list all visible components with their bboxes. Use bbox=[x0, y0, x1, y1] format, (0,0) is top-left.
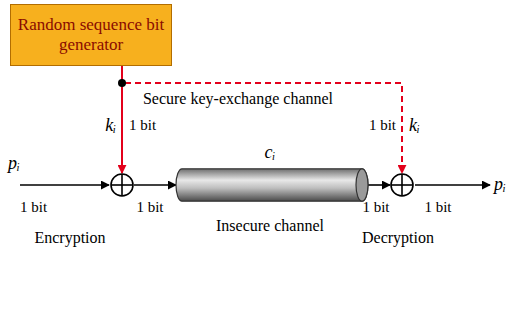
symbol-label: cᵢ bbox=[265, 142, 276, 163]
box-label: Random sequence bit generator bbox=[17, 15, 165, 56]
bit-label: 1 bit bbox=[129, 117, 156, 134]
input-arrow bbox=[20, 184, 109, 186]
symbol-label: kᵢ bbox=[409, 115, 420, 136]
xor-circle bbox=[111, 174, 133, 196]
symbol-label: pᵢ bbox=[494, 174, 506, 195]
symbol-label: kᵢ bbox=[105, 115, 116, 136]
signal-arrow bbox=[134, 184, 176, 186]
edge-label: Secure key-exchange channel bbox=[141, 90, 335, 108]
xor-symbol bbox=[390, 173, 414, 197]
node-caption: Decryption bbox=[362, 229, 434, 247]
bit-label: 1 bit bbox=[20, 199, 47, 216]
key-line bbox=[122, 66, 402, 173]
bit-label: 1 bit bbox=[424, 199, 451, 216]
bit-label: 1 bit bbox=[136, 199, 163, 216]
xor-symbol bbox=[110, 173, 134, 197]
cylinder-end bbox=[356, 169, 368, 201]
junction-dot bbox=[118, 79, 126, 87]
output-arrow bbox=[415, 184, 490, 186]
xor-operator: Encryption bbox=[110, 173, 134, 197]
signal-arrow bbox=[368, 184, 390, 186]
bit-label: 1 bit bbox=[369, 117, 396, 134]
xor-circle bbox=[391, 174, 413, 196]
channel-cylinder: Insecure channel bbox=[176, 168, 368, 202]
cylinder-body bbox=[176, 169, 368, 201]
node-caption: Insecure channel bbox=[216, 217, 324, 235]
bit-label: 1 bit bbox=[362, 199, 389, 216]
xor-cross bbox=[401, 174, 403, 196]
xor-operator: Decryption bbox=[390, 173, 414, 197]
symbol-label: pᵢ bbox=[8, 153, 20, 174]
node-caption: Encryption bbox=[34, 229, 105, 247]
cylinder-shape bbox=[176, 168, 368, 202]
generator-box: Random sequence bit generator bbox=[10, 4, 172, 66]
xor-cross bbox=[121, 174, 123, 196]
